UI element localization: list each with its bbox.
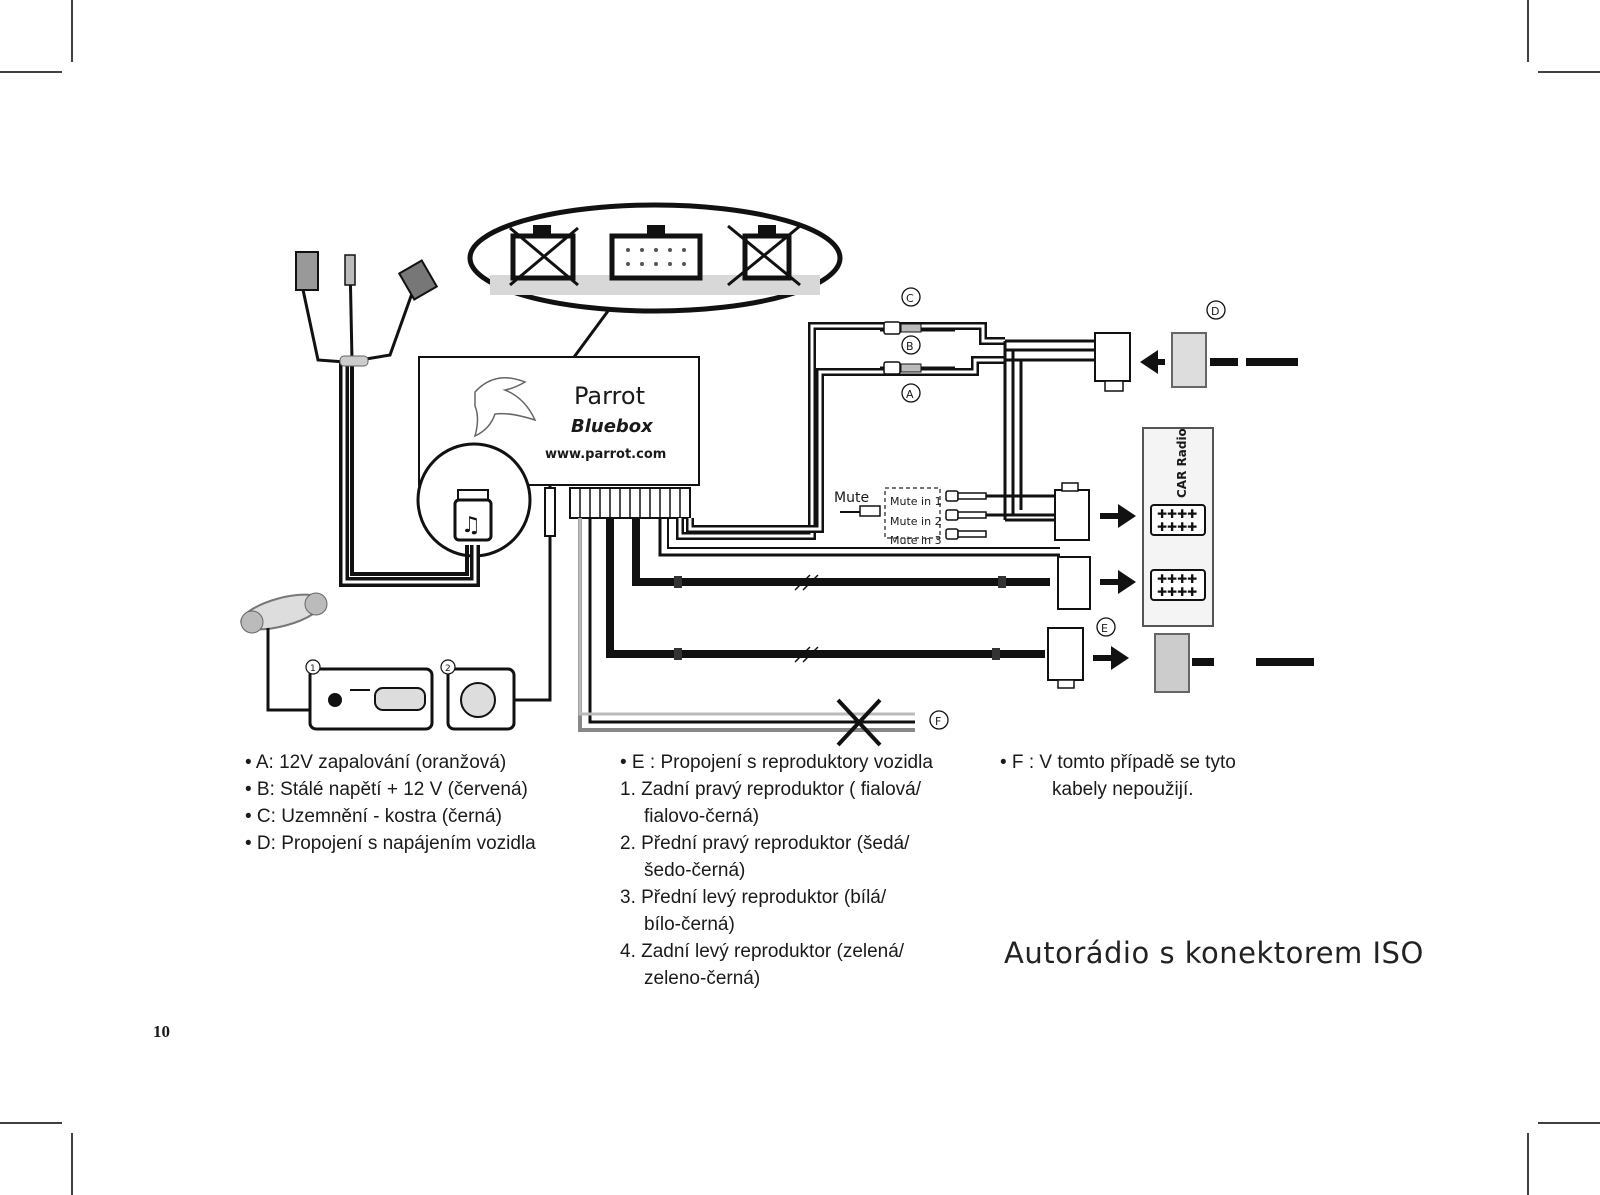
speaker-item-1: 1. Zadní pravý reproduktor ( fialová/ <box>620 779 921 800</box>
disabled-port-left <box>509 225 579 287</box>
label-f: F <box>935 715 941 728</box>
wire-clip <box>998 576 1006 588</box>
fuse-connectors <box>883 321 922 375</box>
speaker-item-2-cont: šedo-černá) <box>644 860 746 881</box>
music-port: ♫ <box>416 442 532 558</box>
cable-tie <box>339 355 369 367</box>
microphone-assembly: 1 2 <box>240 485 552 731</box>
speaker-item-3: 3. Přední levý reproduktor (bílá/ <box>620 887 887 908</box>
speaker-item-2: 2. Přední pravý reproduktor (šedá/ <box>620 833 910 854</box>
label-d: D <box>1211 305 1219 318</box>
label-a: A <box>906 388 914 401</box>
website: www.parrot.com <box>545 447 666 462</box>
wire-break-marks <box>794 574 819 663</box>
mute-wiring: Mute Mute in 1 Mute in 2 Mute in 3 <box>834 487 1055 547</box>
legend-item-a: • A: 12V zapalování (oranžová) <box>245 752 507 773</box>
iso-power-block <box>1003 332 1298 520</box>
wire-clip <box>674 576 682 588</box>
legend-item-d: • D: Propojení s napájením vozidla <box>245 833 536 854</box>
legend-power: • A: 12V zapalování (oranžová) • B: Stál… <box>245 749 536 857</box>
music-note-icon: ♫ <box>461 513 481 538</box>
legend-speakers: • E : Propojení s reproduktory vozidla 1… <box>620 749 933 992</box>
step1-label: 1 <box>310 664 316 674</box>
svg-text:✚✚✚✚: ✚✚✚✚ <box>1157 585 1197 599</box>
iso-connector-1 <box>1054 482 1136 541</box>
speaker-wiring <box>578 518 1060 732</box>
iso-connector-2 <box>1057 556 1136 610</box>
car-radio-unit: CAR Radio ✚✚✚✚✚✚✚✚ ✚✚✚✚✚✚✚✚ <box>1142 427 1214 627</box>
speaker-item-4: 4. Zadní levý reproduktor (zelená/ <box>620 941 905 962</box>
connector-zoom-ellipse <box>467 202 843 314</box>
legend-item-e: • E : Propojení s reproduktory vozidla <box>620 752 933 773</box>
speaker-item-4-cont: zeleno-černá) <box>644 968 761 989</box>
page-number: 10 <box>153 1022 170 1041</box>
wire-clip <box>992 648 1000 660</box>
brand-name: Parrot <box>574 382 645 410</box>
parrot-bird-logo <box>473 377 537 438</box>
active-port-center <box>609 225 703 281</box>
model-name: Bluebox <box>571 416 654 437</box>
page-title: Autorádio s konektorem ISO <box>1004 936 1424 970</box>
legend-item-b: • B: Stálé napětí + 12 V (červená) <box>245 779 528 800</box>
legend-item-c: • C: Uzemnění - kostra (černá) <box>245 806 502 827</box>
wire-clip <box>674 648 682 660</box>
svg-text:✚✚✚✚: ✚✚✚✚ <box>1157 520 1197 534</box>
iso-connector-3 <box>1047 627 1314 693</box>
box-harness-connector <box>569 487 691 519</box>
car-radio-label: CAR Radio <box>1175 428 1189 498</box>
step2-label: 2 <box>445 664 451 674</box>
jack-connector-icon <box>344 254 356 286</box>
legend-unused: • F : V tomto případě se tyto kabely nep… <box>1000 749 1236 803</box>
svg-text:✚✚✚✚: ✚✚✚✚ <box>1157 572 1197 586</box>
step1-box <box>308 667 434 731</box>
usb-connector-icon <box>295 251 319 291</box>
mute-in-3-label: Mute in 3 <box>890 534 942 547</box>
label-c: C <box>906 292 914 305</box>
speaker-item-1-cont: fialovo-černá) <box>644 806 760 827</box>
svg-text:✚✚✚✚: ✚✚✚✚ <box>1157 507 1197 521</box>
unused-cables-cross <box>836 698 882 747</box>
mute-in-1-label: Mute in 1 <box>890 495 942 508</box>
label-e: E <box>1101 622 1108 635</box>
ipod-connector-icon <box>397 259 439 301</box>
label-b: B <box>906 340 914 353</box>
speaker-item-3-cont: bílo-černá) <box>644 914 735 935</box>
disabled-port-right <box>727 224 801 287</box>
legend-item-f-cont: kabely nepoužijí. <box>1052 779 1194 800</box>
mute-label: Mute <box>834 490 869 506</box>
aux-jack-icon <box>544 487 556 537</box>
legend-item-f: • F : V tomto případě se tyto <box>1000 752 1236 773</box>
mute-in-2-label: Mute in 2 <box>890 515 942 528</box>
